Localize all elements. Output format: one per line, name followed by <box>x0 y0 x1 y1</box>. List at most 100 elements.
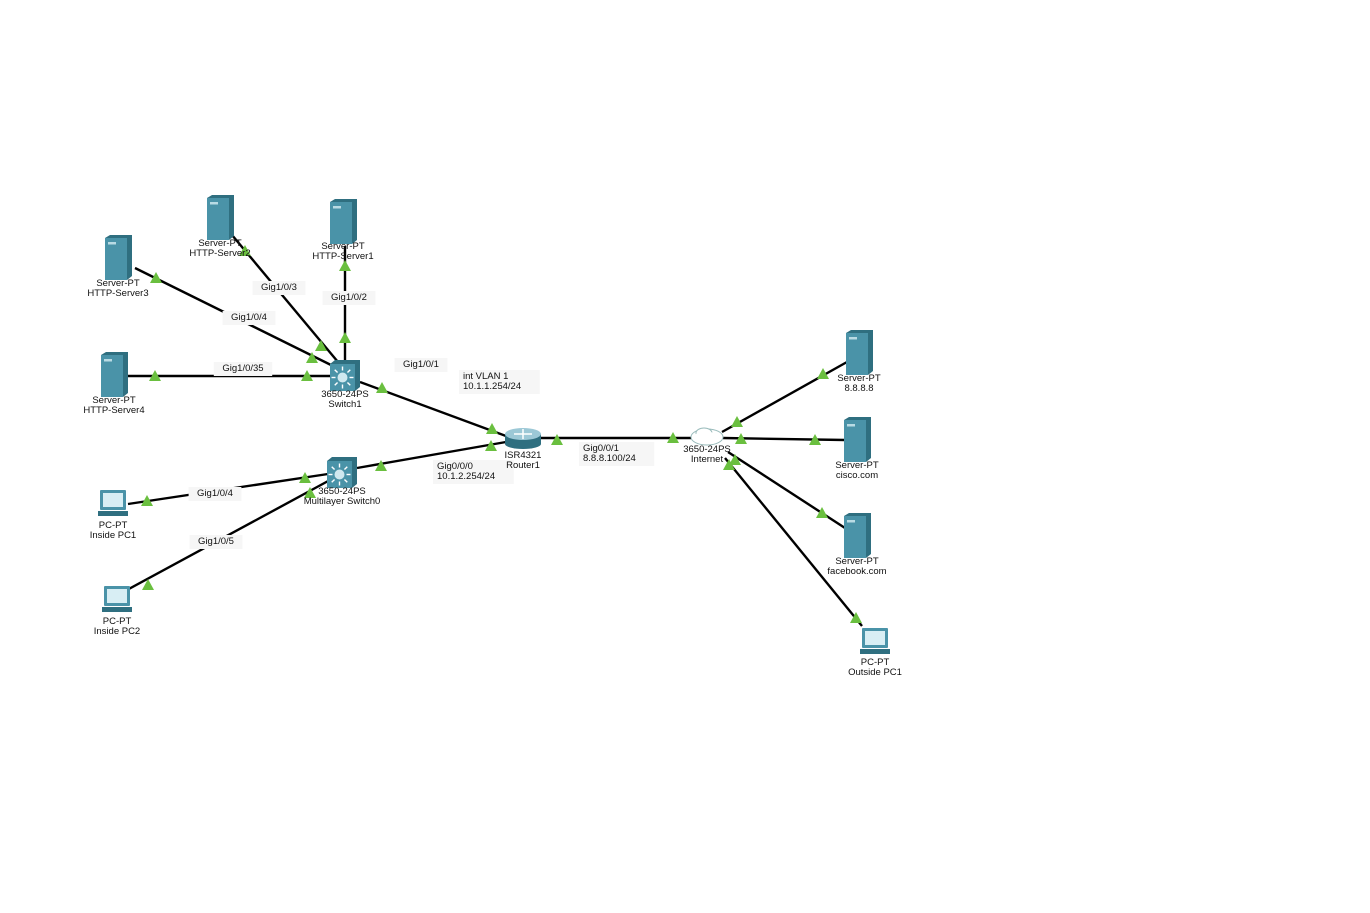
link-label-text: 10.1.1.254/24 <box>463 381 521 392</box>
link-up-indicator-icon <box>723 459 735 470</box>
device-dns[interactable]: Server-PT8.8.8.8 <box>837 330 881 394</box>
device-model-label: 3650-24PS <box>321 389 369 400</box>
pc-icon <box>98 490 128 516</box>
device-name-label: HTTP-Server2 <box>189 248 250 259</box>
device-model-label: Server-PT <box>198 238 241 249</box>
server-icon <box>105 235 132 280</box>
device-name-label: Inside PC2 <box>94 626 140 637</box>
link-label-background <box>188 487 242 501</box>
link-label-background <box>213 362 273 376</box>
link-label: Gig1/0/4 <box>222 311 276 325</box>
device-model-label: PC-PT <box>99 520 128 531</box>
link-up-indicator-icon <box>376 382 388 393</box>
link-up-indicator-icon <box>299 472 311 483</box>
link-label-text: 10.1.2.254/24 <box>437 471 495 482</box>
device-name-label: cisco.com <box>836 470 878 481</box>
device-model-label: 3650-24PS <box>318 486 366 497</box>
devices-layer: Server-PTHTTP-Server2Server-PTHTTP-Serve… <box>83 195 902 678</box>
link-up-indicator-icon <box>142 579 154 590</box>
device-name-label: Internet <box>691 454 724 465</box>
link-label-background <box>189 535 243 549</box>
device-model-label: PC-PT <box>861 657 890 668</box>
link-up-indicator-icon <box>731 416 743 427</box>
link-label-background <box>459 370 540 394</box>
link-label: Gig1/0/5 <box>189 535 243 549</box>
network-link[interactable] <box>231 234 339 363</box>
link-label: Gig1/0/35 <box>213 362 273 376</box>
link-up-indicator-icon <box>486 423 498 434</box>
link-up-indicator-icon <box>315 340 327 351</box>
link-up-indicator-icon <box>375 460 387 471</box>
server-icon <box>846 330 873 375</box>
link-label-background <box>579 442 655 466</box>
device-model-label: 3650-24PS <box>683 444 731 455</box>
network-link[interactable] <box>724 457 863 627</box>
link-label-text: Gig1/0/3 <box>261 282 297 293</box>
link-label-text: Gig1/0/2 <box>331 292 367 303</box>
link-up-indicator-icon <box>667 432 679 443</box>
device-name-label: Inside PC1 <box>90 530 136 541</box>
link-up-indicator-icon <box>150 272 162 283</box>
link-up-indicator-icon <box>301 370 313 381</box>
device-model-label: Server-PT <box>837 373 880 384</box>
network-link[interactable] <box>727 450 846 530</box>
link-label-text: Gig0/0/1 <box>583 443 619 454</box>
device-model-label: Server-PT <box>321 241 364 252</box>
server-icon <box>330 199 357 244</box>
server-icon <box>207 195 234 240</box>
link-up-indicator-icon <box>304 487 316 498</box>
link-up-indicator-icon <box>809 434 821 445</box>
link-label: Gig0/0/010.1.2.254/24 <box>433 460 514 484</box>
link-label: Gig0/0/18.8.8.100/24 <box>579 442 655 466</box>
server-icon <box>844 513 871 558</box>
link-label-text: Gig1/0/1 <box>403 359 439 370</box>
link-label-background <box>394 358 448 372</box>
device-name-label: Switch1 <box>328 399 361 410</box>
link-label-background <box>222 311 276 325</box>
server-icon <box>101 352 128 397</box>
link-up-indicator-icon <box>551 434 563 445</box>
network-link[interactable] <box>721 360 848 434</box>
device-name-label: HTTP-Server4 <box>83 405 144 416</box>
link-label-text: Gig1/0/5 <box>198 536 234 547</box>
device-model-label: Server-PT <box>835 460 878 471</box>
link-label-text: Gig0/0/0 <box>437 461 473 472</box>
link-label-text: 8.8.8.100/24 <box>583 453 636 464</box>
switch-icon <box>330 360 360 391</box>
device-name-label: Multilayer Switch0 <box>304 496 381 507</box>
link-label-text: int VLAN 1 <box>463 371 508 382</box>
server-icon <box>844 417 871 462</box>
link-label-text: Gig1/0/4 <box>197 488 233 499</box>
device-name-label: HTTP-Server1 <box>312 251 373 262</box>
link-label: Gig1/0/1 <box>394 358 448 372</box>
link-up-indicator-icon <box>850 612 862 623</box>
link-up-indicator-icon <box>306 352 318 363</box>
device-model-label: Server-PT <box>92 395 135 406</box>
link-label-background <box>252 281 306 295</box>
link-up-indicator-icon <box>729 454 741 465</box>
cloud-icon <box>690 427 724 446</box>
link-up-indicator-icon <box>239 245 251 256</box>
link-up-indicator-icon <box>339 332 351 343</box>
link-up-indicator-icon <box>816 507 828 518</box>
switch-icon <box>327 457 357 488</box>
link-label-text: Gig1/0/4 <box>231 312 267 323</box>
link-label-background <box>322 291 376 305</box>
link-up-indicator-icon <box>817 368 829 379</box>
pc-icon <box>860 628 890 654</box>
